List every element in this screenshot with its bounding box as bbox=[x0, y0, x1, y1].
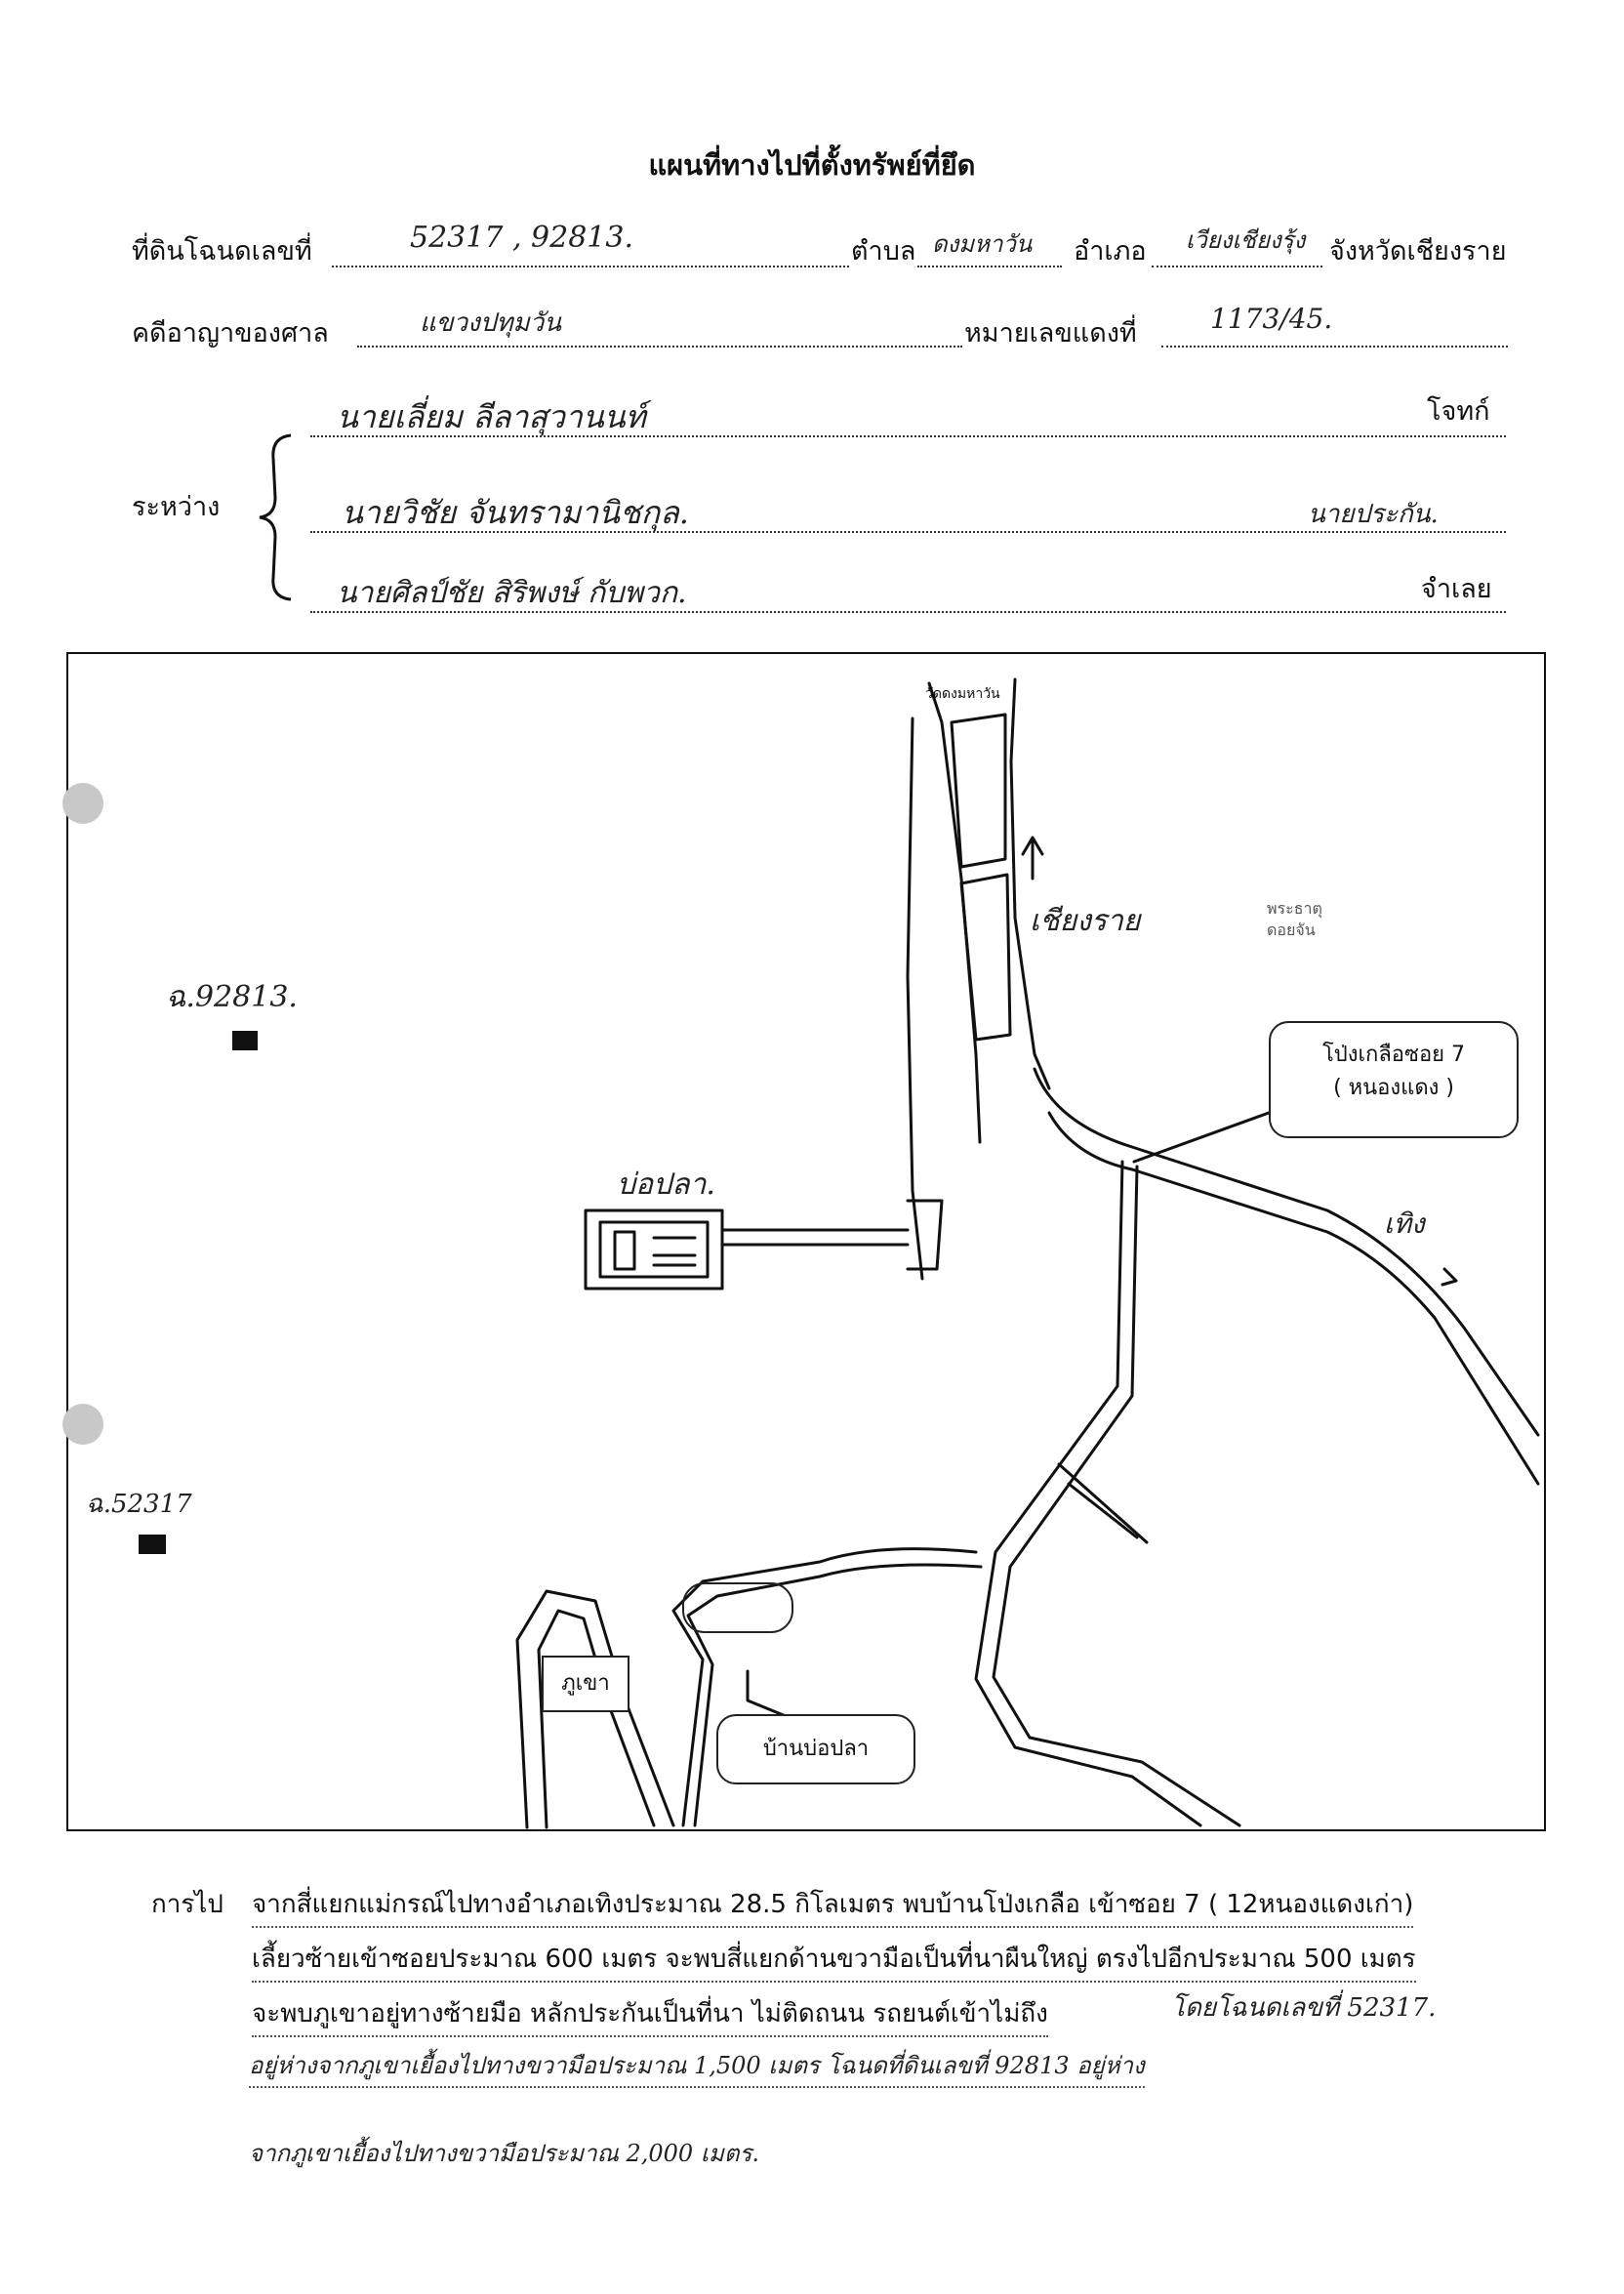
district-dotted-line bbox=[1152, 266, 1322, 267]
red-no-value: 1173/45. bbox=[1210, 303, 1333, 335]
map-frame bbox=[66, 652, 1546, 1831]
map-plot-52317: ฉ.52317 bbox=[86, 1490, 192, 1519]
map-arrow-label: เชียงราย bbox=[1030, 904, 1141, 938]
junction-callout-line2: ( หนองแดง ) bbox=[1333, 1076, 1454, 1100]
deed-dotted-line bbox=[332, 266, 849, 267]
directions-label: การไป bbox=[151, 1890, 223, 1919]
red-no-dotted-line bbox=[1161, 346, 1508, 348]
plaintiff-name: นายเลี่ยม ลีลาสุวานนท์ bbox=[337, 398, 646, 435]
directions-line-3-handwritten: โดยโฉนดเลขที่ 52317. bbox=[1171, 1993, 1437, 2023]
map-temple-label: พระธาตุ ดอยจัน bbox=[1267, 899, 1322, 939]
district-label: อำเภอ bbox=[1074, 236, 1147, 266]
court-value: แขวงปทุมวัน bbox=[420, 308, 561, 338]
map-plot-92813: ฉ.92813. bbox=[166, 980, 298, 1014]
directions-line-3: จะพบภูเขาอยู่ทางซ้ายมือ หลักประกันเป็นที… bbox=[252, 1993, 1048, 2037]
subdistrict-value: ดงมหาวัน bbox=[932, 230, 1033, 258]
map-top-label: วัดดงมหาวัน bbox=[925, 686, 1000, 702]
plaintiff-role: โจทก์ bbox=[1427, 396, 1490, 427]
defendant1-dotted-line bbox=[310, 531, 1506, 533]
directions-line-4: อยู่ห่างจากภูเขาเยื้องไปทางขวามือประมาณ … bbox=[249, 2046, 1145, 2088]
defendant2-name: นายศิลป์ชัย สิริพงษ์ กับพวก. bbox=[337, 576, 687, 610]
subdistrict-label: ตำบล bbox=[851, 236, 916, 266]
deed-numbers: 52317 , 92813. bbox=[410, 221, 634, 255]
province-label: จังหวัดเชียงราย bbox=[1329, 236, 1507, 266]
red-no-label: หมายเลขแดงที่ bbox=[964, 318, 1137, 348]
court-label: คดีอาญาของศาล bbox=[132, 318, 329, 348]
district-value: เวียงเชียงรุ้ง bbox=[1186, 226, 1306, 254]
deed-label: ที่ดินโฉนดเลขที่ bbox=[132, 236, 312, 266]
directions-line-1: จากสี่แยกแม่กรณ์ไปทางอำเภอเทิงประมาณ 28.… bbox=[252, 1884, 1414, 1928]
plaintiff-dotted-line bbox=[310, 435, 1506, 437]
punch-hole-2 bbox=[62, 1404, 103, 1445]
court-dotted-line bbox=[357, 346, 962, 348]
page-title: แผนที่ทางไปที่ตั้งทรัพย์ที่ยึด bbox=[648, 148, 976, 182]
subdistrict-dotted-line bbox=[917, 266, 1062, 267]
defendant1-name: นายวิชัย จันทรามานิชกุล. bbox=[342, 494, 689, 531]
mountain-box: ภูเขา bbox=[542, 1656, 629, 1712]
directions-line-5: จากภูเขาเยื้องไปทางขวามือประมาณ 2,000 เม… bbox=[249, 2140, 759, 2167]
directions-line-2: เลี้ยวซ้ายเข้าซอยประมาณ 600 เมตร จะพบสี่… bbox=[252, 1939, 1416, 1983]
defendant2-role: จำเลย bbox=[1421, 574, 1492, 604]
defendant1-role: นายประกัน. bbox=[1308, 500, 1439, 529]
map-to-thoeng: เทิง bbox=[1384, 1208, 1425, 1240]
defendant2-dotted-line bbox=[310, 611, 1506, 613]
junction-callout: โป่งเกลือซอย 7 ( หนองแดง ) bbox=[1269, 1021, 1519, 1138]
map-pond-label: บ่อปลา. bbox=[617, 1167, 715, 1202]
junction-callout-line1: โป่งเกลือซอย 7 bbox=[1321, 1043, 1466, 1067]
village-callout: บ้านบ่อปลา bbox=[716, 1714, 915, 1784]
punch-hole-1 bbox=[62, 783, 103, 824]
between-label: ระหว่าง bbox=[132, 492, 221, 522]
